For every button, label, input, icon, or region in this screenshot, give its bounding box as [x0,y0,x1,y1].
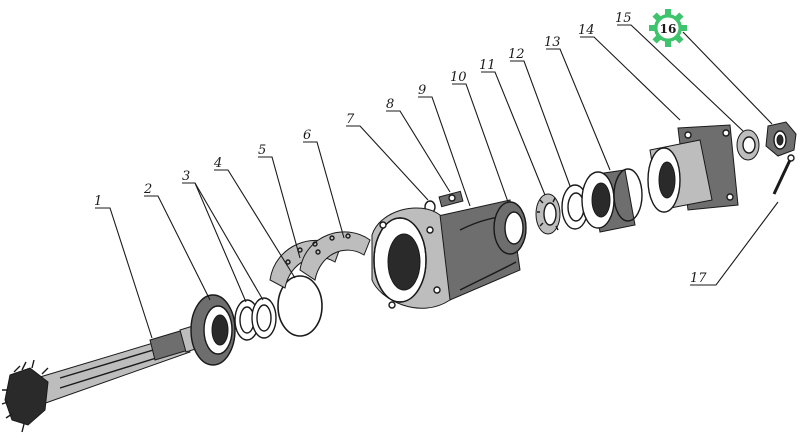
part-5-6-shims [269,231,371,289]
part-14-flange [647,124,739,213]
label-13: 13 [544,35,561,50]
label-10: 10 [450,70,467,85]
label-11: 11 [479,58,496,73]
part-2-bearing [190,294,236,366]
label-14: 14 [578,23,595,38]
label-8: 8 [386,97,394,112]
label-2: 2 [143,182,152,197]
label-16: 16 [660,22,677,36]
leader-lines [95,24,779,339]
part-10-bearing [493,201,527,255]
part-4-snap-ring [277,275,323,337]
part-labels: 1 2 3 4 5 6 7 8 9 10 11 12 13 14 15 17 [94,11,707,286]
part-16-highlight-marker[interactable]: 16 [649,9,687,47]
part-13-bearing [581,168,643,233]
label-7: 7 [346,112,355,127]
part-17-cotter-pin [772,154,795,195]
label-4: 4 [213,156,222,171]
part-16-castle-nut [765,121,797,157]
part-11-seal [535,193,561,235]
part-15-washer [736,129,760,161]
label-15: 15 [615,11,632,26]
label-5: 5 [258,143,266,158]
part-3-rings [234,297,277,341]
label-9: 9 [418,83,426,98]
label-1: 1 [94,194,102,209]
part-1-pinion-shaft [1,319,219,433]
label-17: 17 [690,271,707,286]
label-12: 12 [508,47,525,62]
label-3: 3 [182,169,190,184]
label-6: 6 [303,128,311,143]
